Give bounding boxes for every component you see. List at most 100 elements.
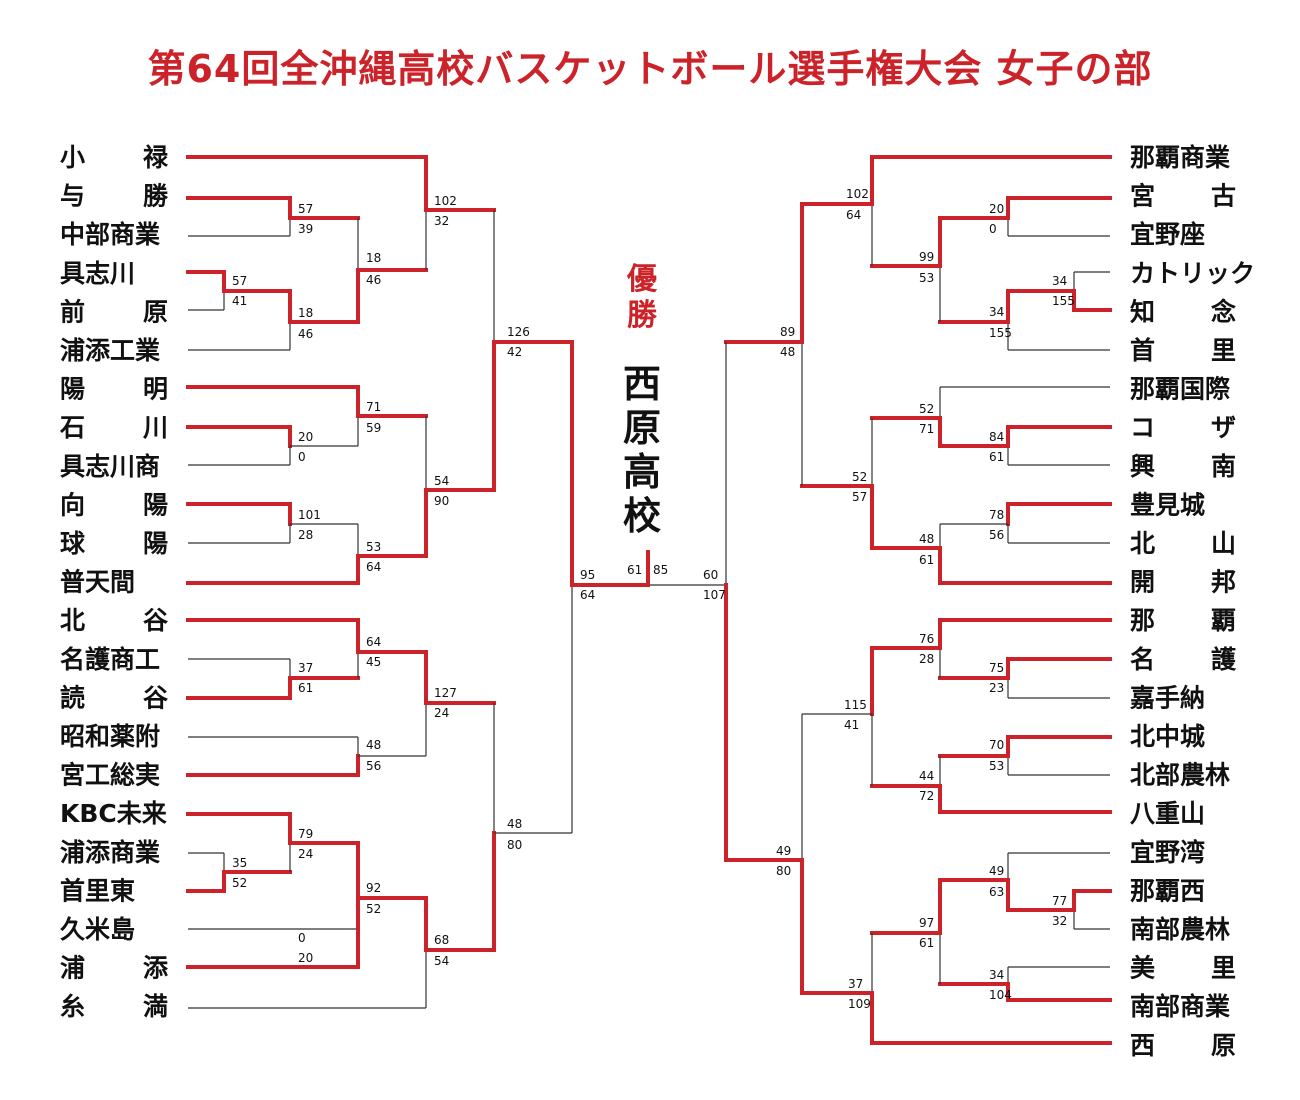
score-label: 64 — [366, 560, 381, 574]
score-label: 34 — [1052, 274, 1067, 288]
team-name: 知念 — [1130, 297, 1236, 326]
score-label: 20 — [989, 202, 1004, 216]
team-name: 南部商業 — [1130, 992, 1230, 1021]
score-label: 56 — [366, 759, 381, 773]
score-label: 52 — [232, 876, 247, 890]
team-name: 小禄 — [60, 143, 169, 172]
score-label: 102 — [434, 194, 457, 208]
score-label: 24 — [434, 706, 449, 720]
score-label: 28 — [919, 652, 934, 666]
score-label: 53 — [366, 540, 381, 554]
score-label: 24 — [298, 847, 313, 861]
team-name: 名護 — [1130, 645, 1237, 674]
score-label: 57 — [298, 202, 313, 216]
team-name: 与勝 — [60, 182, 169, 211]
team-name: 宜野座 — [1130, 220, 1205, 249]
score-label: 80 — [507, 838, 522, 852]
score-label: 56 — [989, 528, 1004, 542]
score-label: 57 — [232, 274, 247, 288]
champion-team-char: 西 — [622, 362, 661, 406]
team-name: 球陽 — [60, 529, 168, 558]
score-label: 155 — [1052, 294, 1075, 308]
champion-team-char: 校 — [622, 494, 661, 538]
score-label: 48 — [507, 817, 522, 831]
score-label: 35 — [232, 856, 247, 870]
team-name: 浦添 — [60, 954, 169, 983]
score-label: 46 — [366, 273, 381, 287]
team-name: 美里 — [1130, 954, 1236, 983]
score-label: 109 — [848, 997, 871, 1011]
score-label: 52 — [852, 470, 867, 484]
score-label: 41 — [232, 294, 247, 308]
team-name: 豊見城 — [1130, 490, 1205, 519]
score-label: 41 — [844, 718, 859, 732]
score-label: 155 — [989, 326, 1012, 340]
team-name: 那覇 — [1130, 606, 1236, 635]
score-label: 71 — [919, 422, 934, 436]
score-label: 45 — [366, 655, 381, 669]
team-name: 浦添工業 — [60, 336, 160, 365]
champion-team: 西原高校 — [612, 362, 672, 538]
score-label: 0 — [298, 931, 306, 945]
score-label: 52 — [366, 902, 381, 916]
score-label: 64 — [846, 208, 861, 222]
score-label: 32 — [434, 214, 449, 228]
team-name: 那覇国際 — [1130, 375, 1230, 404]
score-label: 75 — [989, 661, 1004, 675]
team-name: KBC未来 — [60, 799, 168, 828]
team-name: 前原 — [60, 297, 168, 326]
score-label: 76 — [919, 632, 934, 646]
champion-team-char: 高 — [622, 450, 661, 494]
team-name: 北中城 — [1130, 722, 1205, 751]
team-name: 昭和薬附 — [60, 722, 160, 751]
team-name: 開邦 — [1130, 568, 1236, 597]
score-label: 28 — [298, 528, 313, 542]
team-name: 陽明 — [60, 375, 168, 404]
score-label: 95 — [580, 568, 595, 582]
team-name: 久米島 — [60, 915, 135, 944]
score-label: 72 — [919, 789, 934, 803]
team-name: 北部農林 — [1130, 761, 1230, 790]
score-label: 107 — [703, 588, 726, 602]
score-label: 79 — [298, 827, 313, 841]
team-name: 名護商工 — [60, 645, 160, 674]
team-name: 中部商業 — [60, 220, 160, 249]
score-label: 102 — [846, 187, 869, 201]
score-label: 61 — [298, 681, 313, 695]
score-label: 39 — [298, 222, 313, 236]
team-name: 首里 — [1130, 336, 1236, 365]
score-label: 54 — [434, 954, 449, 968]
score-label: 34 — [989, 305, 1004, 319]
score-label: 49 — [989, 864, 1004, 878]
score-label: 63 — [989, 885, 1004, 899]
team-name: 宮古 — [1130, 182, 1236, 211]
score-label: 20 — [298, 430, 313, 444]
score-label: 0 — [989, 222, 997, 236]
score-label: 46 — [298, 327, 313, 341]
team-name: 北谷 — [60, 606, 169, 635]
team-name: 八重山 — [1130, 799, 1205, 828]
score-label: 77 — [1052, 894, 1067, 908]
score-label: 18 — [366, 251, 381, 265]
score-label: 53 — [919, 271, 934, 285]
score-label: 49 — [776, 844, 791, 858]
score-label: 78 — [989, 508, 1004, 522]
score-label: 48 — [780, 345, 795, 359]
score-label: 61 — [627, 563, 642, 577]
team-name: 南部農林 — [1130, 915, 1230, 944]
score-label: 99 — [919, 250, 934, 264]
score-label: 61 — [919, 553, 934, 567]
score-label: 101 — [298, 508, 321, 522]
score-label: 104 — [989, 988, 1012, 1002]
score-label: 54 — [434, 474, 449, 488]
team-name: コザ — [1130, 413, 1236, 442]
team-name: 向陽 — [60, 490, 168, 519]
score-label: 70 — [989, 738, 1004, 752]
team-name: 読谷 — [60, 683, 169, 712]
score-label: 37 — [848, 977, 863, 991]
team-name: 浦添商業 — [60, 838, 160, 867]
score-label: 34 — [989, 968, 1004, 982]
team-name: カトリック — [1130, 259, 1255, 288]
score-label: 44 — [919, 769, 934, 783]
